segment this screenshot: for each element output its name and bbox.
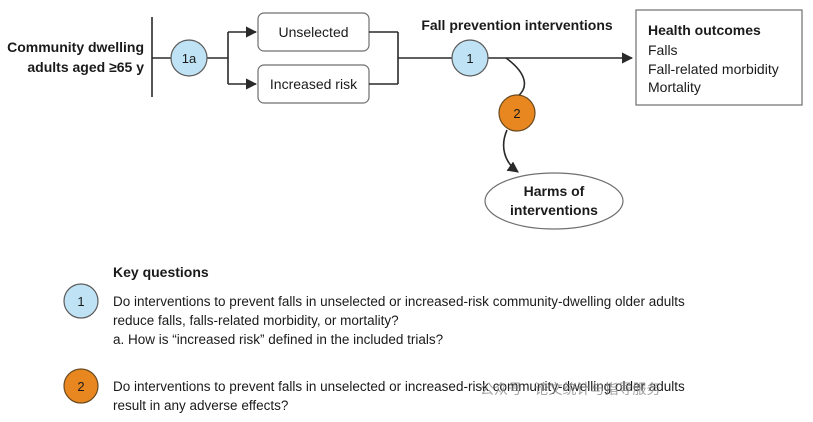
kq2-legend-marker — [63, 368, 99, 404]
outcome-item: Falls — [648, 42, 678, 58]
outcomes-title: Health outcomes — [648, 22, 761, 38]
kq2-marker-label: 2 — [513, 106, 520, 121]
kq1-text-line3: a. How is “increased risk” defined in th… — [113, 332, 443, 347]
interventions-label: Fall prevention interventions — [421, 17, 613, 33]
unselected-label: Unselected — [278, 24, 348, 40]
harms-label-line2: interventions — [510, 202, 598, 218]
kq1-marker-label: 1 — [466, 51, 473, 66]
kq1-legend-number: 1 — [77, 294, 84, 309]
population-label-line2: adults aged ≥65 y — [27, 59, 144, 75]
outcomes-box — [635, 9, 803, 106]
increased-risk-label: Increased risk — [270, 76, 358, 92]
population-label-line1: Community dwelling — [7, 39, 144, 55]
outcome-item: Mortality — [648, 79, 701, 95]
harms-connector-lower — [502, 129, 519, 173]
outcome-item: Fall-related morbidity — [648, 61, 779, 77]
key-questions-title: Key questions — [113, 264, 209, 280]
harms-label-line1: Harms of — [524, 183, 585, 199]
kq1-text-line2: reduce falls, falls-related morbidity, o… — [113, 313, 399, 328]
kq2-marker — [498, 94, 536, 132]
harms-ellipse — [484, 172, 624, 230]
kq2-text-line1: Do interventions to prevent falls in uns… — [113, 379, 685, 394]
kq2-legend-number: 2 — [77, 379, 84, 394]
kq1a-marker-label: 1a — [182, 51, 197, 66]
kq1-text-line1: Do interventions to prevent falls in uns… — [113, 294, 685, 309]
harms-connector-upper — [505, 57, 526, 97]
kq1a-marker — [170, 39, 208, 77]
kq2-text-line2: result in any adverse effects? — [113, 398, 288, 413]
kq1-marker — [451, 39, 489, 77]
kq1-legend-marker — [63, 283, 99, 319]
watermark-text: 公众号 · 论文统计与指导服务 — [480, 381, 660, 397]
